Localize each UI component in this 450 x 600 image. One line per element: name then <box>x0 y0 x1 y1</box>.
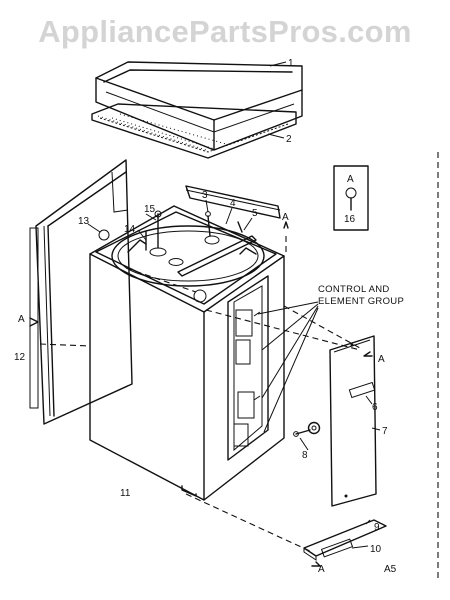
main-cabinet[interactable] <box>89 205 285 501</box>
screw-5[interactable] <box>237 221 243 233</box>
leader-2 <box>267 133 285 139</box>
watermark-text: AppliancePartsPros.com <box>38 14 412 49</box>
callout-8: 8 <box>302 450 308 461</box>
top-lid[interactable] <box>95 61 303 151</box>
marker-a-right: A <box>378 354 385 365</box>
bottom-label[interactable] <box>320 538 354 558</box>
leader-10 <box>351 545 369 549</box>
callout-6: 6 <box>372 402 378 413</box>
callout-9: 9 <box>374 522 380 533</box>
leader-9 <box>365 519 371 525</box>
bottom-trim[interactable] <box>303 519 387 561</box>
back-panel[interactable] <box>185 185 281 219</box>
leader-1 <box>269 61 287 67</box>
callout-1: 1 <box>288 58 294 69</box>
arrow-marker-right <box>363 351 373 357</box>
callout-4: 4 <box>230 198 236 209</box>
callout-13: 13 <box>78 216 90 227</box>
group-label-line1: CONTROL AND <box>318 284 390 295</box>
marker-a-top: A <box>282 212 289 223</box>
leader-14 <box>137 229 147 241</box>
access-cover[interactable] <box>329 335 377 507</box>
label-plate[interactable] <box>348 381 376 399</box>
leader-15 <box>145 213 157 221</box>
callout-12: 12 <box>14 352 26 363</box>
control-element-group[interactable] <box>227 275 269 461</box>
callout-15: 15 <box>144 204 156 215</box>
callout-3: 3 <box>202 190 208 201</box>
group-label-line2: ELEMENT GROUP <box>318 296 404 307</box>
leader-4 <box>225 207 233 225</box>
leader-8 <box>299 437 309 451</box>
leader-13 <box>87 223 101 233</box>
marker-a-bottom: A <box>318 564 325 575</box>
group-leaders <box>257 301 319 433</box>
page-reference: A5 <box>384 564 397 575</box>
inset-marker-a: A <box>347 174 354 185</box>
leader-7 <box>371 427 381 431</box>
callout-14: 14 <box>124 224 136 235</box>
lid-gasket[interactable] <box>91 103 297 159</box>
alignment-lines <box>39 152 439 578</box>
callout-5: 5 <box>252 208 258 219</box>
anode-rod[interactable] <box>177 235 257 277</box>
left-side-panel[interactable] <box>29 159 133 425</box>
marker-a-left: A <box>18 314 25 325</box>
callout-2: 2 <box>286 134 292 145</box>
tank-top[interactable] <box>111 225 265 303</box>
leader-6 <box>365 395 373 405</box>
callout-16: 16 <box>344 214 356 225</box>
thermostat-knob[interactable] <box>293 421 321 437</box>
leader-5 <box>243 217 253 231</box>
screw-detail-inset[interactable] <box>333 165 369 231</box>
leader-3 <box>205 199 209 213</box>
arrow-marker-top <box>283 221 289 229</box>
insulation-clip[interactable] <box>98 229 110 241</box>
callout-7: 7 <box>382 426 388 437</box>
callout-10: 10 <box>370 544 382 555</box>
screw-15[interactable] <box>154 210 162 249</box>
callout-11: 11 <box>120 488 131 499</box>
arrow-marker-bottom <box>311 561 321 567</box>
arrow-marker-left <box>29 317 39 327</box>
